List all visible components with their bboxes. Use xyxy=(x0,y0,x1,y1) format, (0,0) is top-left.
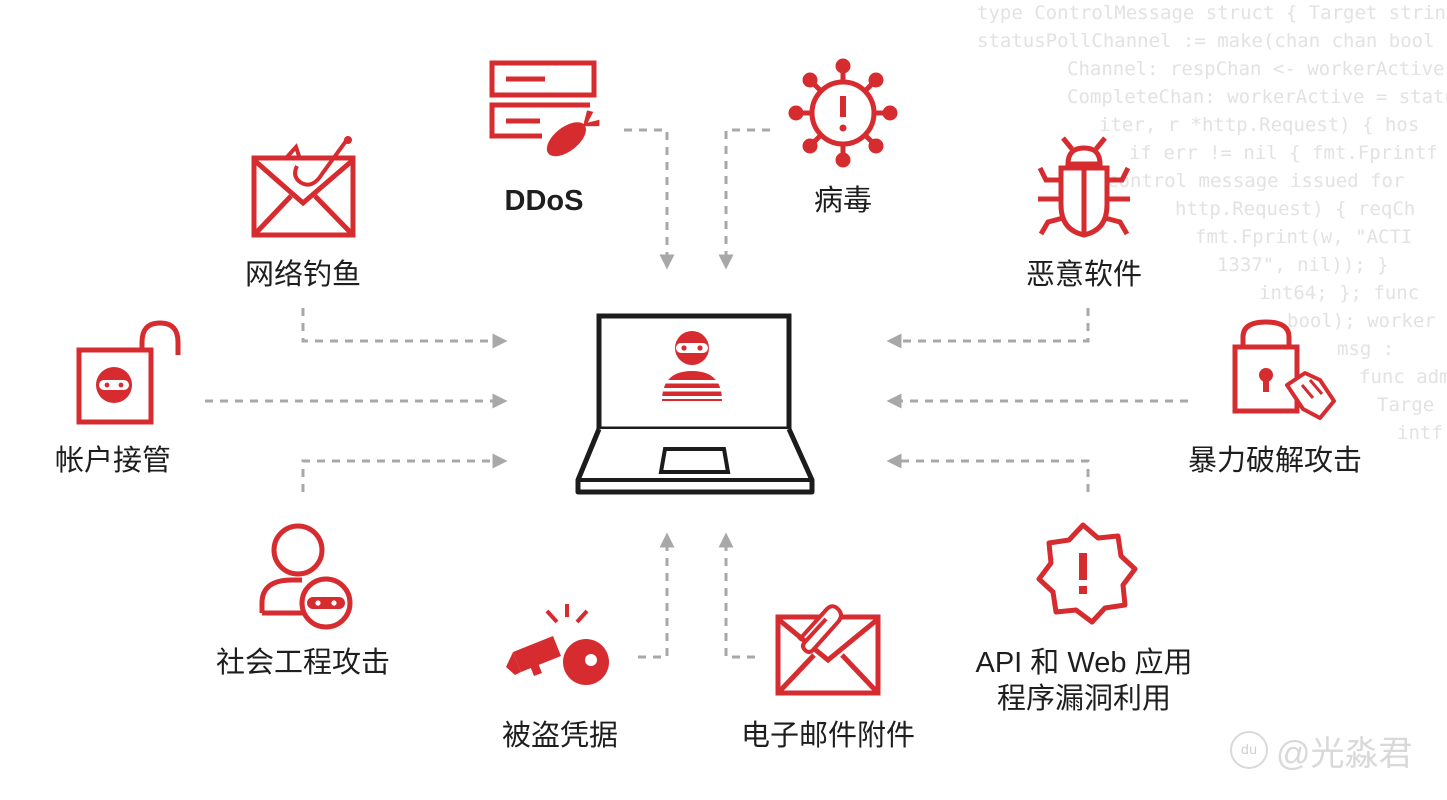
label-api-web-line1: API 和 Web 应用 xyxy=(975,647,1193,679)
arrow-malware xyxy=(886,308,1090,349)
unlocked-padlock-icon xyxy=(76,320,181,425)
arrow-api-web xyxy=(886,453,1090,492)
connector-arrows xyxy=(205,128,1188,659)
arrow-stolen-credentials xyxy=(638,532,675,659)
hacker-icon xyxy=(662,331,722,401)
server-bomb-icon xyxy=(489,60,600,157)
label-ddos: DDoS xyxy=(504,185,584,217)
warning-gear-icon xyxy=(1036,522,1138,625)
bug-icon xyxy=(1037,136,1131,238)
person-mask-icon xyxy=(259,523,353,630)
label-virus: 病毒 xyxy=(813,185,873,217)
label-social-engineering: 社会工程攻击 xyxy=(215,647,391,679)
padlock-fist-icon xyxy=(1232,319,1336,420)
label-api-web-line2: 程序漏洞利用 xyxy=(996,683,1172,715)
watermark-text: @光淼君 xyxy=(1276,734,1413,773)
label-email-attachment: 电子邮件附件 xyxy=(740,720,916,752)
broken-key-icon xyxy=(506,604,609,685)
paw-logo-icon: du xyxy=(1230,731,1268,769)
arrow-virus xyxy=(718,128,770,270)
label-account-takeover: 帐户接管 xyxy=(54,445,172,477)
laptop-icon xyxy=(575,313,815,495)
envelope-paperclip-icon xyxy=(775,604,881,696)
watermark: du @光淼君 xyxy=(1230,725,1413,775)
label-phishing: 网络钓鱼 xyxy=(244,259,362,291)
label-brute-force: 暴力破解攻击 xyxy=(1187,445,1363,477)
label-malware: 恶意软件 xyxy=(1025,259,1143,291)
arrow-ddos xyxy=(624,128,675,270)
label-stolen-credentials: 被盗凭据 xyxy=(501,720,619,752)
arrow-social-engineering xyxy=(301,453,508,492)
arrow-phishing xyxy=(301,308,508,349)
virus-icon xyxy=(788,58,898,168)
arrow-email-attachment xyxy=(718,532,755,659)
phishing-envelope-icon xyxy=(251,136,356,238)
